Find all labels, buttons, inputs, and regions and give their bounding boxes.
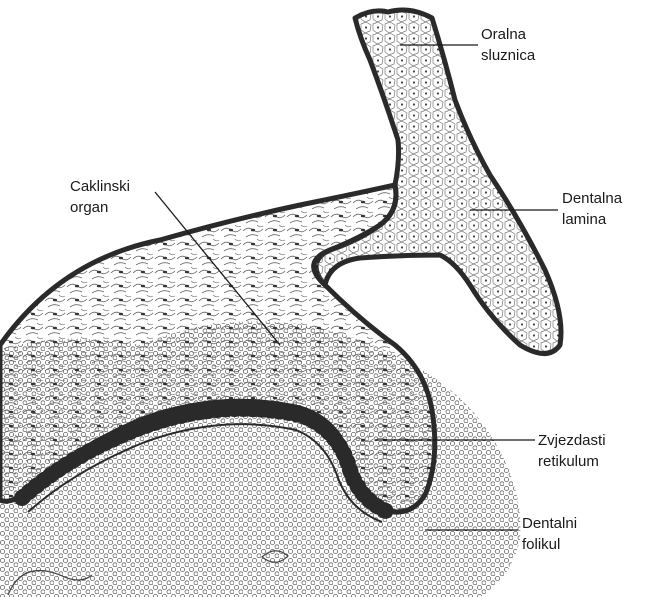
label-dentalna-lamina-line1: Dentalna <box>562 188 622 209</box>
label-zvjezdasti-retikulum-line1: Zvjezdasti <box>538 430 606 451</box>
label-caklinski-organ-line2: organ <box>70 197 130 218</box>
label-dentalni-folikul-line1: Dentalni <box>522 513 577 534</box>
label-oralna-sluznica-line1: Oralna <box>481 24 535 45</box>
label-caklinski-organ: Caklinski organ <box>70 176 130 218</box>
label-dentalna-lamina-line2: lamina <box>562 209 622 230</box>
label-dentalna-lamina: Dentalna lamina <box>562 188 622 230</box>
label-oralna-sluznica: Oralna sluznica <box>481 24 535 66</box>
label-oralna-sluznica-line2: sluznica <box>481 45 535 66</box>
label-dentalni-folikul: Dentalni folikul <box>522 513 577 555</box>
label-zvjezdasti-retikulum: Zvjezdasti retikulum <box>538 430 606 472</box>
label-zvjezdasti-retikulum-line2: retikulum <box>538 451 606 472</box>
label-dentalni-folikul-line2: folikul <box>522 534 577 555</box>
label-caklinski-organ-line1: Caklinski <box>70 176 130 197</box>
